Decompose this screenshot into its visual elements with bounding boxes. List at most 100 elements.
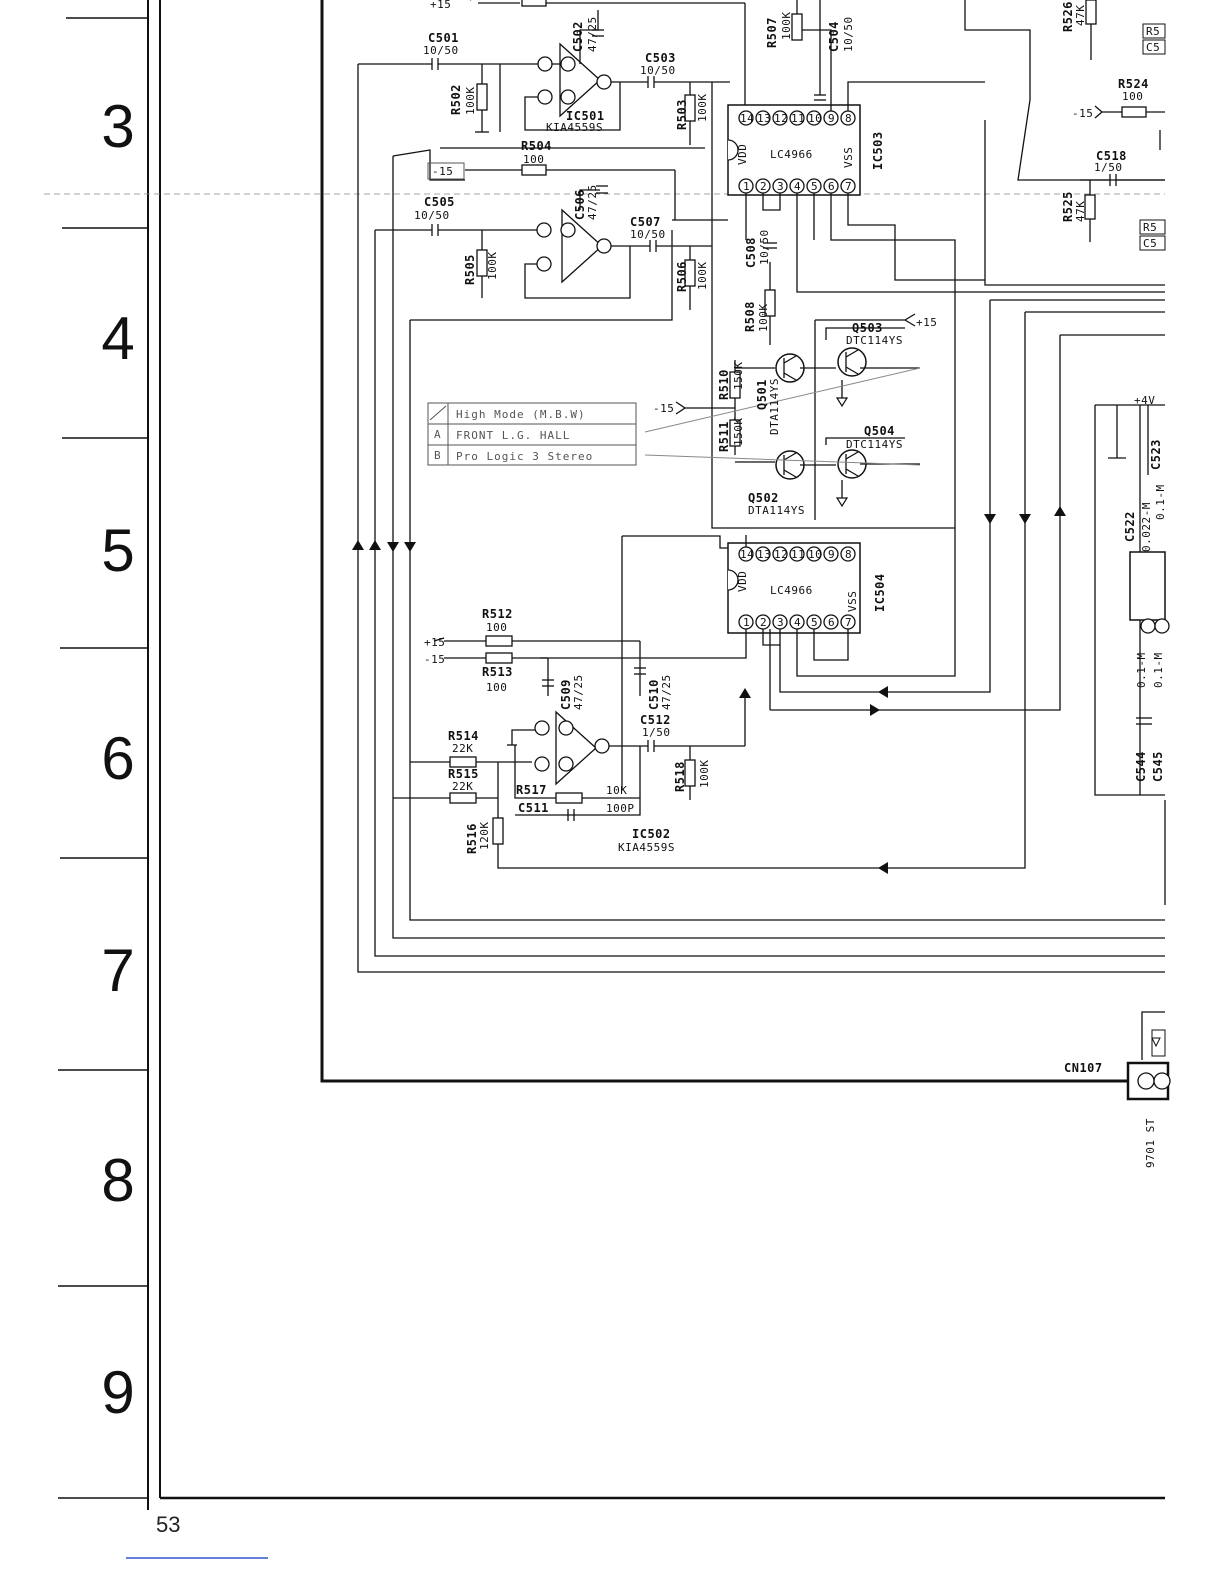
ic503-pins-bottom: 1 2 3 4 5 6 7 bbox=[738, 178, 856, 194]
rail-label: +15 bbox=[916, 316, 937, 329]
r513-ref: R513 bbox=[482, 665, 513, 679]
connector-cn107: CN107 9701 ST bbox=[1064, 1011, 1171, 1168]
rail-label: +4V bbox=[1134, 394, 1155, 407]
svg-text:R5: R5 bbox=[1143, 221, 1157, 234]
ic504-part: LC4966 bbox=[770, 584, 813, 597]
arrow-up-icon bbox=[369, 540, 381, 550]
r505-ref: R505 bbox=[463, 254, 477, 285]
c523-ref: C523 bbox=[1149, 439, 1163, 470]
ic504-pins-bottom: 1 2 3 4 5 6 7 bbox=[738, 614, 856, 630]
legend-key: B bbox=[434, 449, 442, 462]
row-label-8: 8 bbox=[101, 1147, 135, 1214]
c512-value: 1/50 bbox=[642, 726, 671, 739]
r512-ref: R512 bbox=[482, 607, 513, 621]
arrow-down-icon bbox=[1019, 514, 1031, 524]
c503-value: 10/50 bbox=[640, 64, 676, 77]
r526-ref: R526 bbox=[1061, 1, 1075, 32]
ic502-ref: IC502 bbox=[632, 827, 671, 841]
r514-ref: R514 bbox=[448, 729, 479, 743]
c522-ref: C522 bbox=[1123, 511, 1137, 542]
ic504-vss: VSS bbox=[846, 591, 859, 612]
q504-part: DTC114YS bbox=[846, 438, 903, 451]
c510-value: 47/25 bbox=[660, 674, 673, 710]
c504-ref: C504 bbox=[827, 21, 841, 52]
r514-value: 22K bbox=[452, 742, 473, 755]
ic504-vdd: VDD bbox=[736, 571, 749, 592]
pin-label: 6 bbox=[828, 180, 835, 193]
r515-ref: R515 bbox=[448, 767, 479, 781]
pin-label: 3 bbox=[777, 616, 784, 629]
legend-text: FRONT L.G. HALL bbox=[456, 429, 570, 442]
pin-label: 8 bbox=[845, 112, 852, 125]
pin-label: 10 bbox=[808, 548, 822, 561]
pin-label: 1 bbox=[743, 180, 750, 193]
c502-value: 47/25 bbox=[586, 16, 599, 52]
arrow-left-icon bbox=[878, 686, 888, 698]
mode-legend: A B High Mode (M.B.W) FRONT L.G. HALL Pr… bbox=[427, 402, 637, 466]
arrow-left-icon bbox=[878, 862, 888, 874]
pin-label: 11 bbox=[791, 112, 805, 125]
rail-label: -15 bbox=[424, 653, 445, 666]
arrow-up-icon bbox=[1054, 506, 1066, 516]
r513-value: 100 bbox=[486, 681, 507, 694]
pin-label: 6 bbox=[828, 616, 835, 629]
c505-value: 10/50 bbox=[414, 209, 450, 222]
row-label-5: 5 bbox=[101, 517, 135, 584]
ic503-vss: VSS bbox=[842, 147, 855, 168]
r508-value: 100K bbox=[757, 304, 770, 333]
c518-value: 1/50 bbox=[1094, 161, 1123, 174]
pin-label: 1 bbox=[743, 616, 750, 629]
r502-value: 100K bbox=[464, 87, 477, 116]
r517-value: 10K bbox=[606, 784, 627, 797]
q503-ref: Q503 bbox=[852, 321, 883, 335]
q502-ref: Q502 bbox=[748, 491, 779, 505]
r506-value: 100K bbox=[696, 262, 709, 291]
r510-value: 150K bbox=[732, 362, 745, 391]
r516-ref: R516 bbox=[465, 823, 479, 854]
pin-label: 10 bbox=[808, 112, 822, 125]
rail-label: -15 bbox=[432, 165, 453, 178]
c522-value: 0.022-M bbox=[1140, 502, 1153, 552]
pin-label: 14 bbox=[740, 548, 754, 561]
row-label-7: 7 bbox=[101, 937, 135, 1004]
r518-value: 100K bbox=[698, 760, 711, 789]
c510-ref: C510 bbox=[647, 679, 661, 710]
ic503-section: 14 13 12 11 10 9 8 1 2 3 4 5 6 7 LC4966 … bbox=[672, 0, 1165, 529]
r508-ref: R508 bbox=[743, 301, 757, 332]
opamp-second-section bbox=[375, 185, 712, 310]
c506-ref: C506 bbox=[573, 189, 587, 220]
transistor-labels: +15 Q503 DTC114YS -15 R510 150K Q501 DTA… bbox=[653, 316, 937, 517]
c523-value: 0.1-M bbox=[1154, 484, 1167, 520]
resistor-top bbox=[521, 0, 547, 7]
pin-label: 13 bbox=[757, 548, 771, 561]
c545-value: 0.1-M bbox=[1152, 652, 1165, 688]
ic501-section bbox=[358, 0, 746, 220]
signal-buses bbox=[357, 64, 1166, 973]
page-number: 53 bbox=[156, 1512, 181, 1537]
r502-ref: R502 bbox=[449, 84, 463, 115]
c503-ref: C503 bbox=[645, 51, 676, 65]
q504-ref: Q504 bbox=[864, 424, 895, 438]
ic503-ref: IC503 bbox=[871, 131, 885, 170]
transistor-section bbox=[644, 313, 921, 520]
r524-ref: R524 bbox=[1118, 77, 1149, 91]
r503-value: 100K bbox=[696, 94, 709, 123]
pin-label: 5 bbox=[811, 180, 818, 193]
pin-label: 14 bbox=[740, 112, 754, 125]
pin-label: 9 bbox=[828, 112, 835, 125]
pin-label: 7 bbox=[845, 180, 852, 193]
r517-ref: R517 bbox=[516, 783, 547, 797]
c511-value: 100P bbox=[606, 802, 635, 815]
c509-ref: C509 bbox=[559, 679, 573, 710]
r525-value: 47K bbox=[1074, 201, 1087, 222]
pin-label: 8 bbox=[845, 548, 852, 561]
ic502-labels: +15 -15 R512 100 R513 100 C509 47/25 C51… bbox=[424, 607, 711, 854]
c509-value: 47/25 bbox=[572, 674, 585, 710]
c507-ref: C507 bbox=[630, 215, 661, 229]
board-outline bbox=[320, 0, 1165, 1083]
opamp-second-labels: C505 10/50 R505 100K C506 47/25 C507 10/… bbox=[414, 184, 709, 292]
r507-ref: R507 bbox=[765, 17, 779, 48]
ic504-ref: IC504 bbox=[873, 573, 887, 612]
svg-text:C5: C5 bbox=[1146, 41, 1160, 54]
pin-label: 5 bbox=[811, 616, 818, 629]
